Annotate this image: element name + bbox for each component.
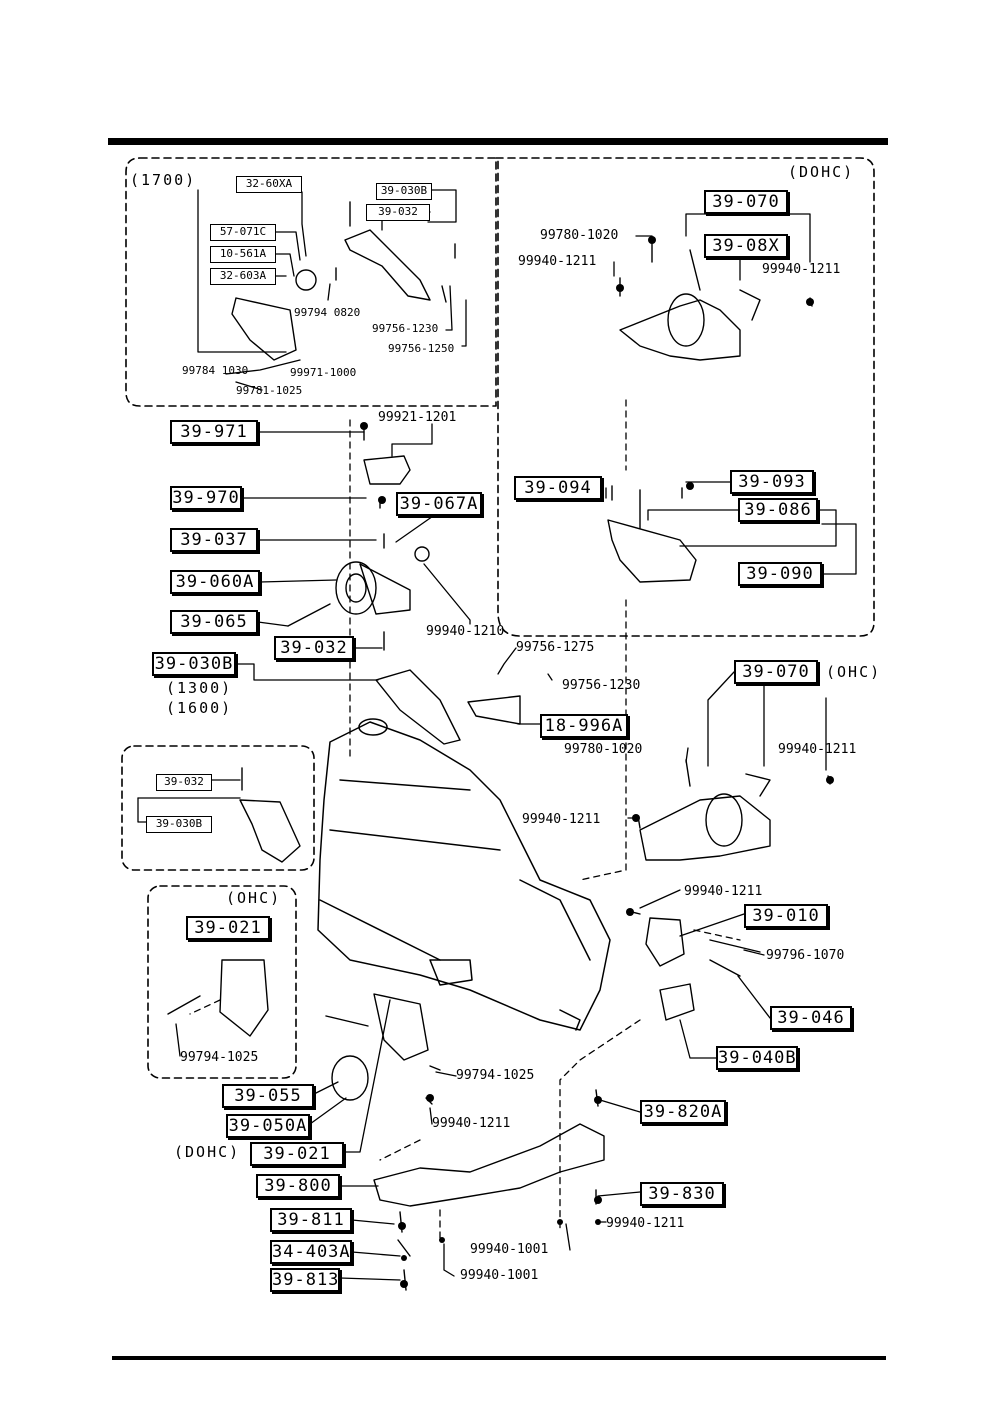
ref-39-820A[interactable]: 39-820A <box>640 1100 726 1124</box>
ref-39-813[interactable]: 39-813 <box>270 1268 340 1292</box>
lower-right-mount <box>631 911 761 1021</box>
pn-99940-1211-lower-left: 99940-1211 <box>432 1116 511 1131</box>
fastener-dots <box>360 236 834 1288</box>
ref-39-067A[interactable]: 39-067A <box>396 492 482 516</box>
label-1600: (1600) <box>166 699 233 717</box>
ref-39-094[interactable]: 39-094 <box>514 476 602 500</box>
pn-99940-1211-crossmember: 99940-1211 <box>606 1216 685 1231</box>
pn-99794-1025-ohc: 99794-1025 <box>180 1050 259 1065</box>
pn-99940-1211-dohc-right: 99940-1211 <box>762 262 841 277</box>
assembly-lines <box>189 399 741 1241</box>
ref-39-040B[interactable]: 39-040B <box>716 1046 798 1070</box>
pn-99780-1020-dohc: 99780-1020 <box>540 228 619 243</box>
pn-99921-1201: 99921-1201 <box>378 410 457 425</box>
ref-39-030B-main[interactable]: 39-030B <box>152 652 236 676</box>
ref-18-996A[interactable]: 18-996A <box>540 714 628 738</box>
ref-39-093[interactable]: 39-093 <box>730 470 814 494</box>
ohc-left-bracket <box>167 959 269 1037</box>
label-ohc-left: (OHC) <box>226 889 282 907</box>
ref-39-090[interactable]: 39-090 <box>738 562 822 586</box>
pn-99940-1211-dohc-left: 99940-1211 <box>518 254 597 269</box>
pn-99756-1250: 99756-1250 <box>388 342 455 355</box>
pn-99940-1211-lower-right: 99940-1211 <box>684 884 763 899</box>
pn-99794-1025-lower: 99794-1025 <box>456 1068 535 1083</box>
ref-39-046[interactable]: 39-046 <box>770 1006 852 1030</box>
bracket-1700 <box>231 201 456 361</box>
label-dohc-bottom: (DOHC) <box>174 1143 241 1161</box>
label-ohc-mid: (OHC) <box>826 663 882 681</box>
ref-32-603A[interactable]: 32-603A <box>210 268 276 285</box>
lower-left-mount <box>325 993 441 1105</box>
ref-39-032-main[interactable]: 39-032 <box>274 636 354 660</box>
ref-10-561A[interactable]: 10-561A <box>210 246 276 263</box>
ref-39-08X[interactable]: 39-08X <box>704 234 788 258</box>
pn-99794-0820: 99794 0820 <box>294 306 361 319</box>
label-1300: (1300) <box>166 679 233 697</box>
pn-99756-1230-main: 99756-1230 <box>562 678 641 693</box>
ref-39-055[interactable]: 39-055 <box>222 1084 314 1108</box>
panel-dohc-top-outline <box>495 157 875 637</box>
dohc-mount-upper <box>607 239 813 583</box>
ref-39-010[interactable]: 39-010 <box>744 904 828 928</box>
ref-39-971[interactable]: 39-971 <box>170 420 258 444</box>
label-dohc-top: (DOHC) <box>788 163 855 181</box>
pn-99940-1211-ohc-left: 99940-1211 <box>522 812 601 827</box>
ref-39-086[interactable]: 39-086 <box>738 498 818 522</box>
pn-99796-1070: 99796-1070 <box>766 948 845 963</box>
pn-99971-1000: 99971-1000 <box>290 366 357 379</box>
panel-1700-outline <box>125 157 497 407</box>
pn-99781-1025: 99781-1025 <box>236 384 303 397</box>
pn-99756-1275: 99756-1275 <box>516 640 595 655</box>
ref-39-032-1700[interactable]: 39-032 <box>366 204 430 221</box>
bottom-rule <box>112 1356 886 1360</box>
ref-39-021-dohc[interactable]: 39-021 <box>250 1142 344 1166</box>
label-1700: (1700) <box>130 171 197 189</box>
pn-99784-1030: 99784 1030 <box>182 364 249 377</box>
engine-block <box>317 718 611 1031</box>
leader-lines <box>137 189 857 1281</box>
ref-39-050A[interactable]: 39-050A <box>226 1114 310 1138</box>
ref-39-021-ohc[interactable]: 39-021 <box>186 916 270 940</box>
ref-39-830[interactable]: 39-830 <box>640 1182 724 1206</box>
ref-39-800[interactable]: 39-800 <box>256 1174 340 1198</box>
panel-ohc-left-outline <box>147 885 297 1079</box>
left-mount-stack <box>287 425 521 745</box>
ref-39-032-variant[interactable]: 39-032 <box>156 774 212 791</box>
ref-34-403A[interactable]: 34-403A <box>270 1240 352 1264</box>
ref-39-070-ohc[interactable]: 39-070 <box>734 660 818 684</box>
pn-99940-1001-left: 99940-1001 <box>460 1268 539 1283</box>
pn-99940-1001-right: 99940-1001 <box>470 1242 549 1257</box>
pn-99756-1230-1700: 99756-1230 <box>372 322 439 335</box>
ref-32-60XA[interactable]: 32-60XA <box>236 176 302 193</box>
ref-39-060A[interactable]: 39-060A <box>170 570 260 594</box>
ref-39-070-dohc[interactable]: 39-070 <box>704 190 788 214</box>
ref-39-030B-1700[interactable]: 39-030B <box>376 183 432 200</box>
ref-39-065[interactable]: 39-065 <box>170 610 258 634</box>
ref-39-037[interactable]: 39-037 <box>170 528 258 552</box>
ohc-mid-mount <box>637 759 831 861</box>
pn-99940-1210: 99940-1210 <box>426 624 505 639</box>
ref-39-970[interactable]: 39-970 <box>170 486 242 510</box>
top-rule <box>108 138 888 145</box>
pn-99780-1020-ohc: 99780-1020 <box>564 742 643 757</box>
variant-bracket <box>239 767 301 863</box>
pn-99940-1211-ohc-right: 99940-1211 <box>778 742 857 757</box>
panel-variant-outline <box>121 745 315 871</box>
ref-57-071C[interactable]: 57-071C <box>210 224 276 241</box>
ref-39-030B-variant[interactable]: 39-030B <box>146 816 212 833</box>
ref-39-811[interactable]: 39-811 <box>270 1208 352 1232</box>
